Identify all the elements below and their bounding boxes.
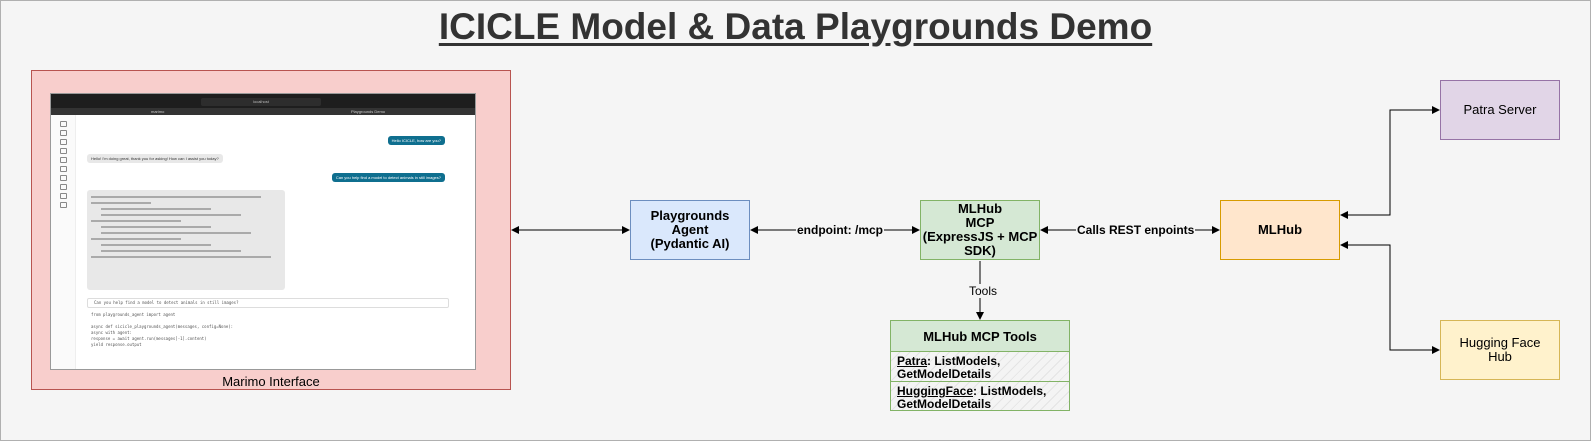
marimo-screenshot: localhost marimo Playgrounds Demo Hello … — [50, 93, 476, 370]
sidebar-icon — [60, 175, 67, 181]
mlhub-node: MLHub — [1220, 200, 1340, 260]
tool-methods-cont: GetModelDetails — [897, 397, 992, 411]
hf-line2: Hub — [1488, 349, 1512, 364]
mlhub-mcp-tools-table: MLHub MCP Tools Patra: ListModels, GetMo… — [890, 320, 1070, 411]
tool-methods-cont: GetModelDetails — [897, 367, 992, 381]
chat-message-assistant-list — [87, 190, 285, 290]
agent-line1: Playgrounds Agent — [650, 208, 730, 237]
playgrounds-agent-node: Playgrounds Agent(Pydantic AI) — [630, 200, 750, 260]
sidebar-icon — [60, 166, 67, 172]
code-cell: from playgrounds_agent import agent asyn… — [91, 312, 234, 347]
diagram-title: ICICLE Model & Data Playgrounds Demo — [438, 6, 1153, 47]
agent-line2: (Pydantic AI) — [650, 236, 730, 251]
edge-mlhub-patra — [1340, 106, 1440, 219]
browser-tab-marimo: marimo — [151, 109, 165, 114]
tool-methods: : ListModels, — [927, 354, 1001, 368]
patra-server-node: Patra Server — [1440, 80, 1560, 140]
tools-row-patra: Patra: ListModels, GetModelDetails — [891, 352, 1069, 381]
edge-label-rest: Calls REST enpoints — [1076, 223, 1196, 237]
mcp-line1: MLHub — [957, 201, 1003, 216]
sidebar-icon — [60, 148, 67, 154]
sidebar-icon — [60, 184, 67, 190]
tool-provider-name: HuggingFace — [897, 384, 974, 398]
tools-table-title: MLHub MCP Tools — [891, 321, 1069, 352]
mcp-line2: MCP — [965, 215, 995, 230]
marimo-sidebar — [51, 115, 76, 369]
tools-row-huggingface: HuggingFace: ListModels, GetModelDetails — [891, 381, 1069, 411]
mcp-line3: (ExpressJS + MCP — [922, 229, 1038, 244]
marimo-interface-label: Marimo Interface — [222, 374, 320, 389]
hf-line1: Hugging Face — [1459, 335, 1541, 350]
chat-message-user: Hello ICICLE, how are you? — [387, 136, 445, 145]
browser-tab-playgrounds: Playgrounds Demo — [351, 109, 386, 114]
browser-tab-bar: marimo Playgrounds Demo — [51, 108, 475, 115]
sidebar-icon — [60, 139, 67, 145]
browser-url: localhost — [201, 98, 321, 106]
chat-message-user: Can you help find a model to detect anim… — [331, 173, 445, 182]
tool-provider-name: Patra — [897, 354, 928, 368]
browser-toolbar: localhost marimo Playgrounds Demo — [51, 94, 475, 115]
tool-methods: : ListModels, — [973, 384, 1047, 398]
chat-message-assistant: Hello! I'm doing great, thank you for as… — [87, 154, 223, 163]
sidebar-icon — [60, 130, 67, 136]
sidebar-icon — [60, 157, 67, 163]
sidebar-icon — [60, 193, 67, 199]
edge-label-tools: Tools — [968, 284, 999, 298]
sidebar-icon — [60, 121, 67, 127]
sidebar-icon — [60, 202, 67, 208]
chat-input: Can you help find a model to detect anim… — [87, 298, 449, 308]
edge-mlhub-hf — [1340, 241, 1440, 354]
edge-label-endpoint: endpoint: /mcp — [796, 223, 884, 237]
mcp-line4: SDK) — [964, 243, 996, 258]
mlhub-mcp-node: MLHub MCP (ExpressJS + MCP SDK) — [920, 200, 1040, 260]
